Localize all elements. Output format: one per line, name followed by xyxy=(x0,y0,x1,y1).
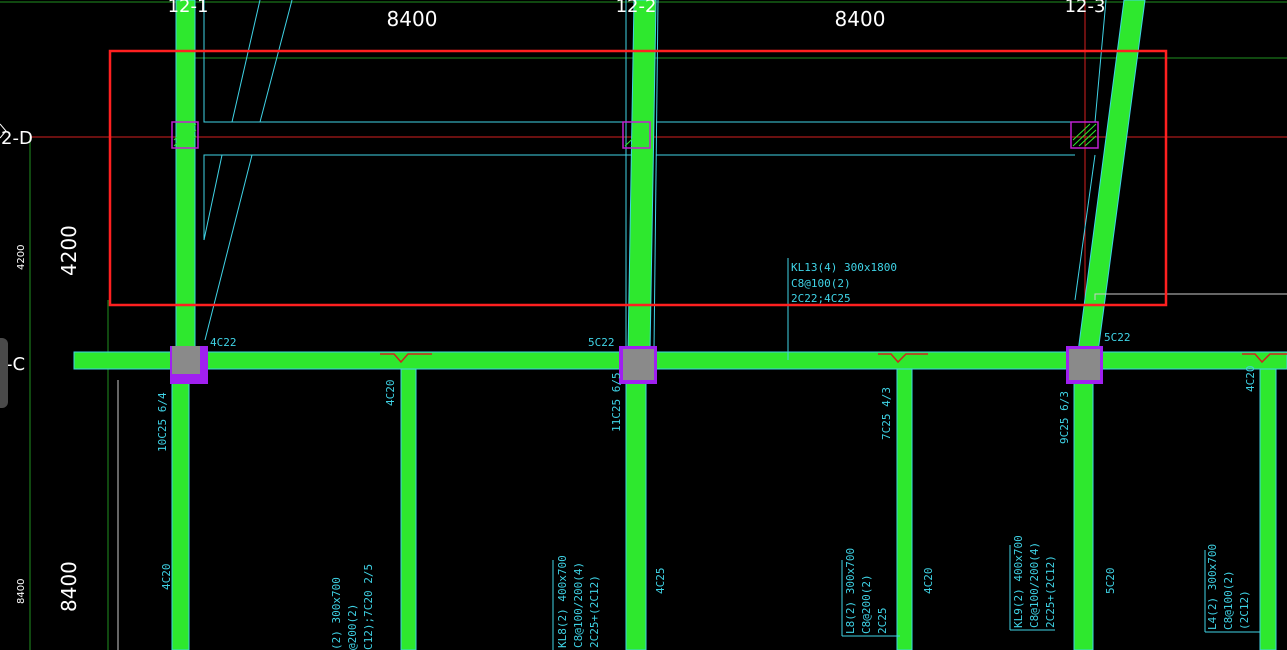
grid-label-12-3: 12-3 xyxy=(1065,0,1106,17)
grid-label-text: 12-1 xyxy=(168,0,209,17)
rebar-label-col2: 11C25 6/5 xyxy=(610,372,623,432)
grid-label-text: 12-3 xyxy=(1065,0,1106,17)
l8-line-1: L8(2) 300x700 xyxy=(844,548,857,634)
left-line-3: C12);7C20 2/5 xyxy=(362,564,375,650)
rebar-label-5c22-mid: 5C22 xyxy=(588,336,615,349)
kl8-line-3: 2C25+(2C12) xyxy=(588,575,601,648)
rebar-label-col1: 10C25 6/4 xyxy=(156,392,169,452)
rebar-label-b2: 4C20 xyxy=(160,564,173,591)
rebar-label-b4: 4C25 xyxy=(654,568,667,595)
rebar-label-b6: 5C20 xyxy=(1104,568,1117,595)
kl9-line-3: 2C25+(2C12) xyxy=(1044,555,1057,628)
left-line-1: (2) 300x700 xyxy=(330,577,343,650)
kl13-line-2: C8@100(2) xyxy=(791,277,851,290)
kl13-line-3: 2C22;4C25 xyxy=(791,292,851,305)
kl9-line-2: C8@100/200(4) xyxy=(1028,542,1041,628)
beam-annotation-kl8[interactable]: KL8(2) 400x700 C8@100/200(4) 2C25+(2C12) xyxy=(556,555,601,648)
rebar-label-mid1: 7C25 4/3 xyxy=(880,387,893,440)
l4-line-1: L4(2) 300x700 xyxy=(1206,544,1219,630)
rebar-label-right: 4C20 xyxy=(1244,366,1257,393)
l8-line-3: 2C25 xyxy=(876,608,889,635)
beam-annotation-kl9[interactable]: KL9(2) 400x700 C8@100/200(4) 2C25+(2C12) xyxy=(1012,535,1057,628)
dimension-4200-small: 4200 xyxy=(16,245,27,270)
vertical-beams[interactable] xyxy=(171,0,1277,650)
leader-lines xyxy=(117,293,1287,650)
beam-annotation-kl13[interactable]: KL13(4) 300x1800 C8@100(2) 2C22;4C25 xyxy=(791,261,897,305)
kl13-line-1: KL13(4) 300x1800 xyxy=(791,261,897,274)
l4-line-3: (2C12) xyxy=(1238,590,1251,630)
dimension-8400-large: 8400 xyxy=(57,561,81,612)
grid-label-c: -C xyxy=(6,354,25,375)
rebar-label-col3: 9C25 6/3 xyxy=(1058,391,1071,444)
rebar-label-b1: 4C20 xyxy=(384,380,397,407)
kl9-line-1: KL9(2) 400x700 xyxy=(1012,535,1025,628)
beam-row-c[interactable] xyxy=(73,351,1287,370)
beam-annotation-l8[interactable]: L8(2) 300x700 C8@200(2) 2C25 xyxy=(844,548,889,634)
beam-annotation-l4[interactable]: L4(2) 300x700 C8@100(2) (2C12) xyxy=(1206,544,1251,630)
rebar-label-5c22-right: 5C22 xyxy=(1104,331,1131,344)
dimension-4200-large: 4200 xyxy=(57,225,81,276)
beam-annotation-left[interactable]: (2) 300x700 @200(2) C12);7C20 2/5 xyxy=(330,564,375,650)
annotation-leaders xyxy=(552,258,1260,650)
grid-label-12-1: 12-1 xyxy=(168,0,209,17)
rebar-label-b5: 4C20 xyxy=(922,568,935,595)
dimension-8400-small: 8400 xyxy=(16,579,27,604)
left-line-2: @200(2) xyxy=(346,604,359,650)
grid-bubble-d xyxy=(0,123,7,139)
grid-label-2-d: 2-D xyxy=(1,128,33,149)
column-hatch xyxy=(173,123,1097,147)
kl8-line-1: KL8(2) 400x700 xyxy=(556,555,569,648)
dimension-span-2: 8400 xyxy=(835,7,886,31)
slab-outlines xyxy=(203,0,1107,351)
grid-label-12-2: 12-2 xyxy=(616,0,657,17)
highlight-selection-box xyxy=(108,49,1168,307)
grid-label-text: 12-2 xyxy=(616,0,657,17)
side-panel-toggle[interactable] xyxy=(0,338,8,408)
kl8-line-2: C8@100/200(4) xyxy=(572,562,585,648)
dimension-span-1: 8400 xyxy=(387,7,438,31)
l8-line-2: C8@200(2) xyxy=(860,574,873,634)
break-marks xyxy=(380,353,1287,364)
columns-row-d[interactable] xyxy=(171,121,1099,149)
l4-line-2: C8@100(2) xyxy=(1222,570,1235,630)
columns-row-c[interactable] xyxy=(170,346,1103,384)
rebar-label-4c22: 4C22 xyxy=(210,336,237,349)
